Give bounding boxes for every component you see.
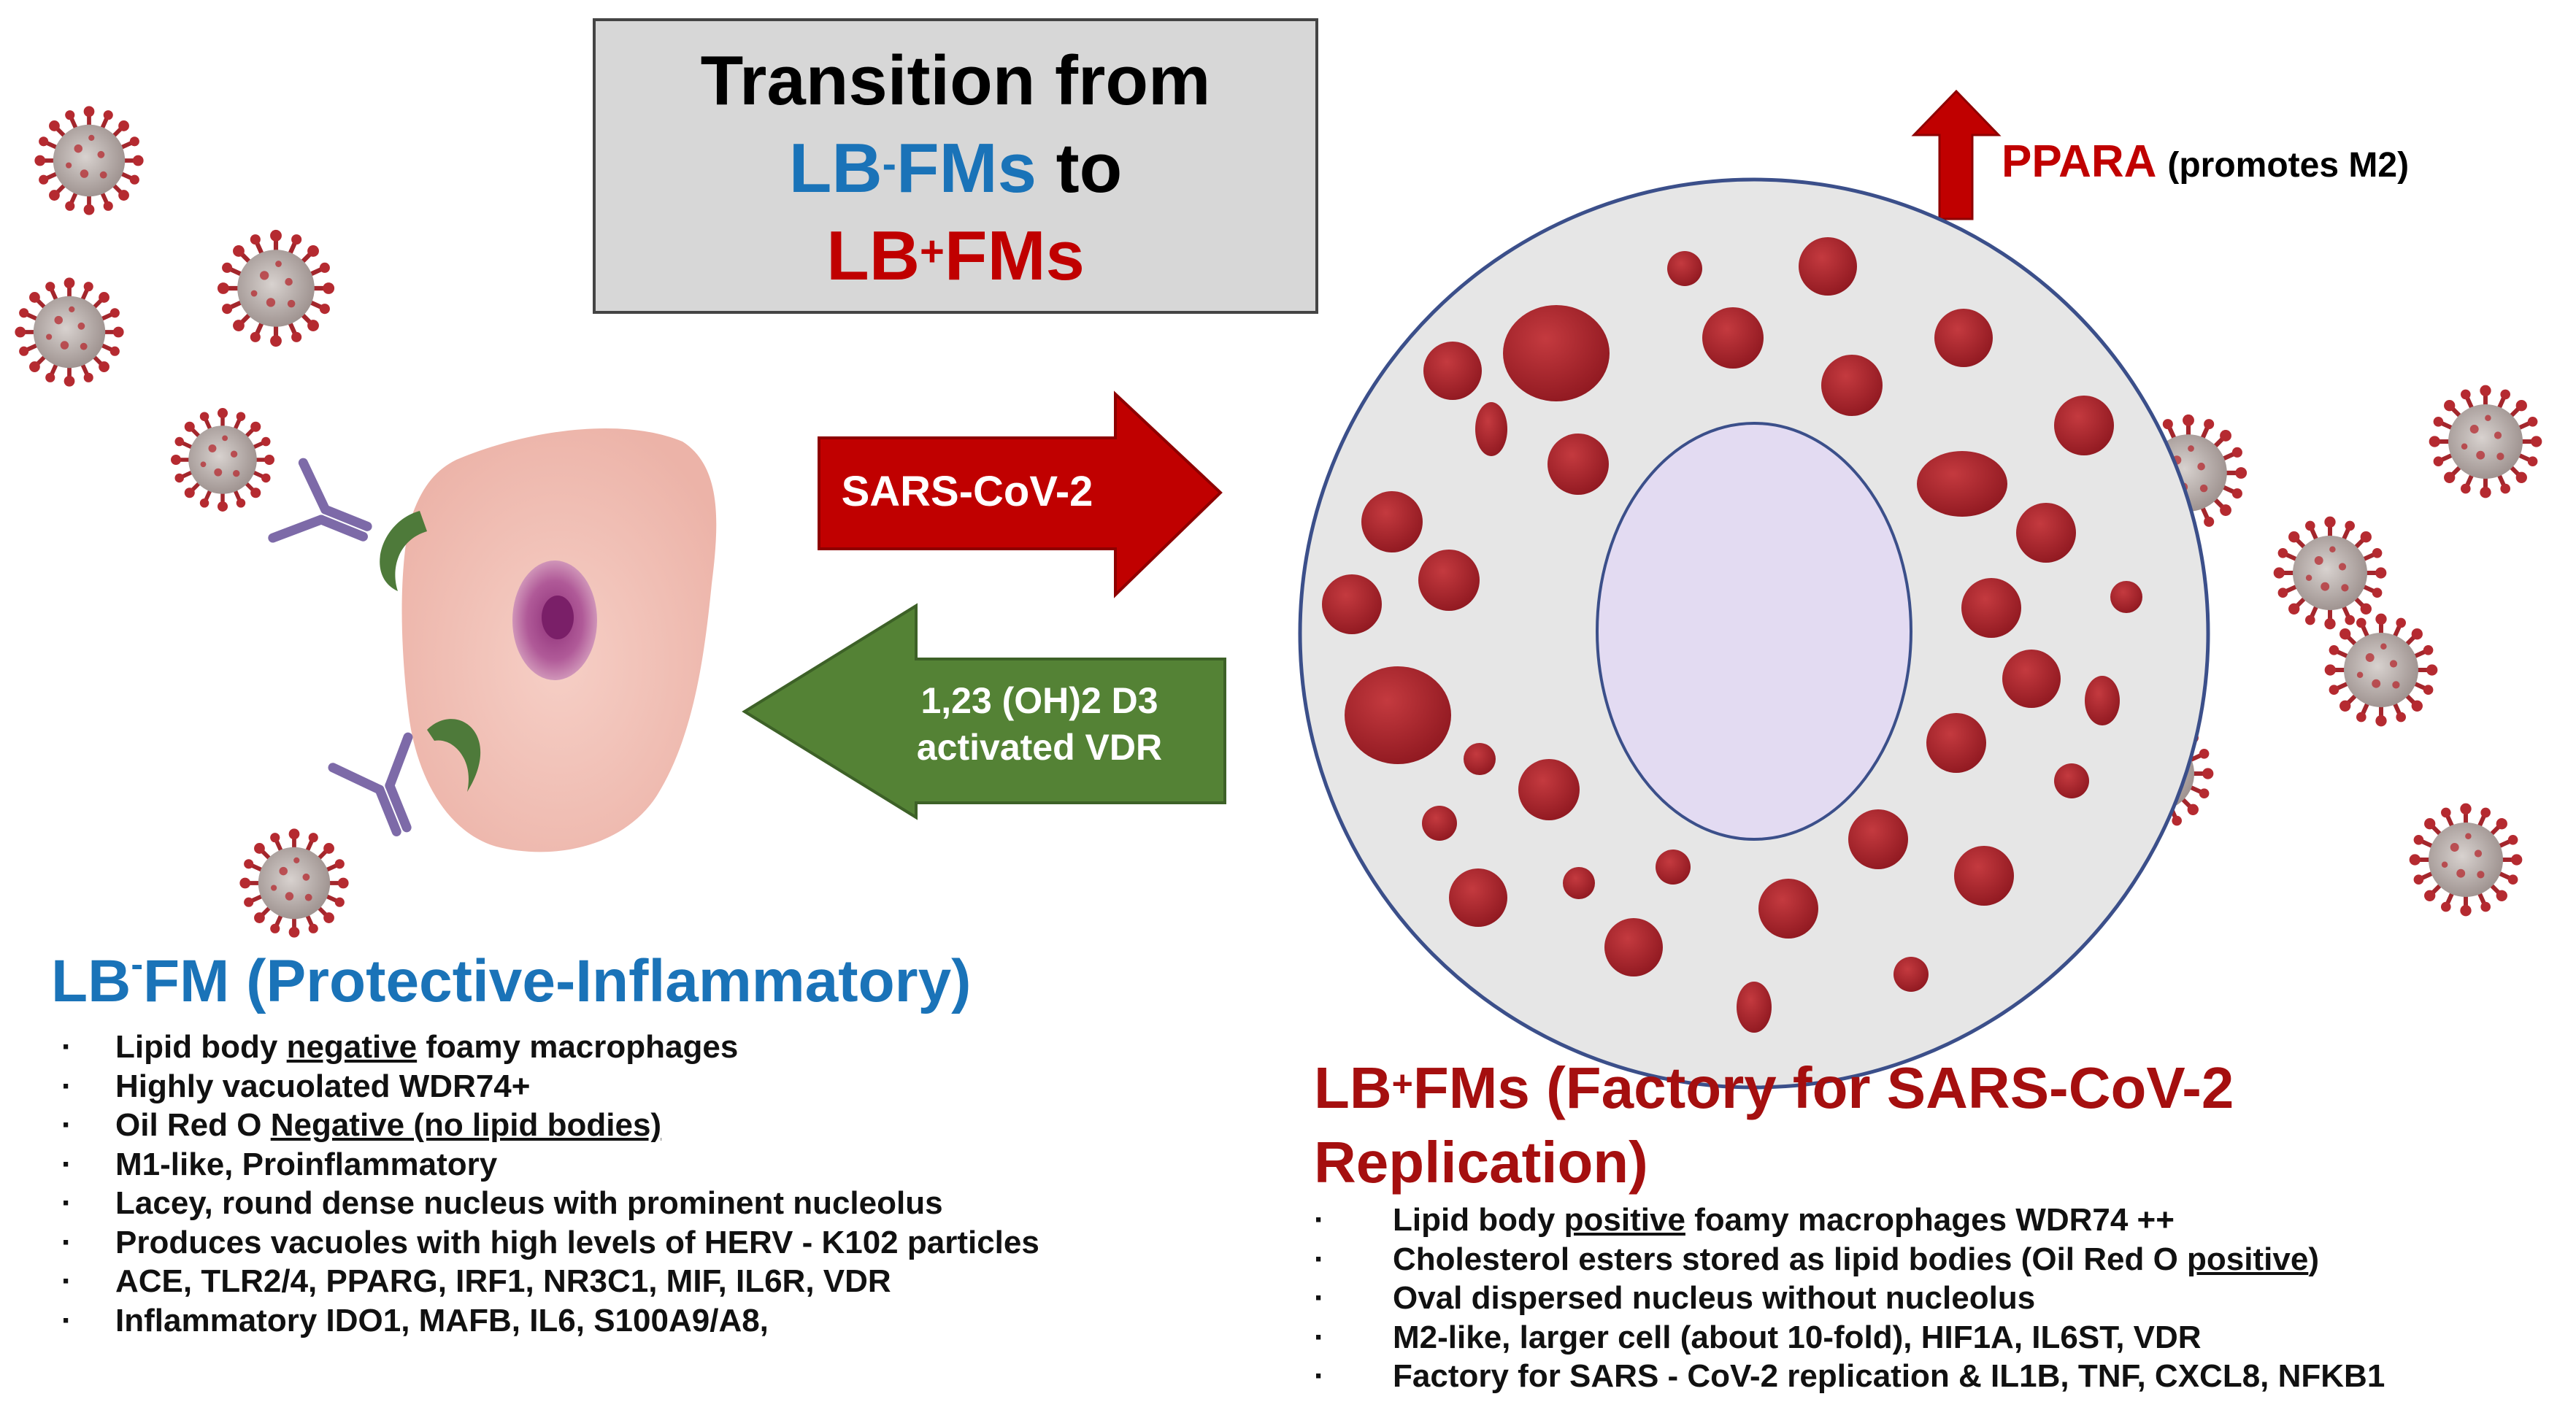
list-item: Factory for SARS - CoV-2 replication & I… <box>1314 1357 2385 1396</box>
list-item: Highly vacuolated WDR74+ <box>61 1067 1039 1106</box>
ppara-name: PPARA <box>2002 136 2156 187</box>
list-item: M2-like, larger cell (about 10-fold), HI… <box>1314 1318 2385 1357</box>
list-item: Lipid body positive foamy macrophages WD… <box>1314 1201 2385 1240</box>
lb-negative-heading-prefix: LB <box>51 948 131 1014</box>
lb-negative-heading-sup: - <box>131 944 143 985</box>
reverse-arrow-label-line-1: 1,23 (OH)2 D3 <box>920 680 1158 721</box>
title-lb-negative-main: FMs <box>896 129 1037 207</box>
coronavirus-icon <box>34 106 143 215</box>
title-line-3: LB+FMs <box>596 212 1315 300</box>
lb-positive-heading-prefix: LB <box>1314 1055 1392 1120</box>
list-item: Cholesterol esters stored as lipid bodie… <box>1314 1240 2385 1279</box>
lb-negative-heading: LB-FM (Protective-Inflammatory) <box>51 944 972 1016</box>
lb-positive-heading-line-2: Replication) <box>1314 1130 1648 1195</box>
title-box: Transition from LB-FMs to LB+FMs <box>593 18 1318 314</box>
title-line-1: Transition from <box>700 42 1211 120</box>
coronavirus-icon <box>15 277 123 386</box>
ace2-receptor-icon <box>427 719 481 792</box>
ppara-label: PPARA (promotes M2) <box>2002 136 2409 188</box>
coronavirus-icon <box>2410 804 2523 917</box>
list-item: Oil Red O Negative (no lipid bodies) <box>61 1106 1039 1145</box>
list-item: M1-like, Proinflammatory <box>61 1145 1039 1184</box>
list-item: Produces vacuoles with high levels of HE… <box>61 1223 1039 1263</box>
forward-arrow-label: SARS-CoV-2 <box>841 468 1093 515</box>
forward-arrow <box>818 390 1223 598</box>
list-item: Inflammatory IDO1, MAFB, IL6, S100A9/A8, <box>61 1301 1039 1341</box>
antibody-icon <box>273 463 380 569</box>
coronavirus-icon <box>2429 385 2542 498</box>
coronavirus-icon <box>239 828 348 937</box>
ace2-receptor-icon <box>380 511 427 591</box>
list-item: Lipid body negative foamy macrophages <box>61 1028 1039 1067</box>
lb-negative-nucleolus <box>542 596 574 639</box>
lb-positive-heading-main: FMs (Factory for SARS-CoV-2 <box>1412 1055 2234 1120</box>
ppara-note: (promotes M2) <box>2167 146 2410 185</box>
lb-positive-heading-line-1: LB+FMs (Factory for SARS-CoV-2 <box>1314 1051 2234 1125</box>
title-lb-positive-prefix: LB <box>826 217 920 295</box>
coronavirus-icon <box>2325 614 2438 727</box>
title-to: to <box>1037 129 1123 207</box>
coronavirus-icon <box>218 230 334 347</box>
lb-negative-heading-main: FM (Protective-Inflammatory) <box>142 948 972 1014</box>
lb-positive-feature-list: Lipid body positive foamy macrophages WD… <box>1314 1201 2385 1396</box>
reverse-arrow-label: 1,23 (OH)2 D3 activated VDR <box>854 677 1225 771</box>
coronavirus-icon <box>2274 517 2387 630</box>
up-arrow-icon <box>1911 89 2002 220</box>
list-item: Oval dispersed nucleus without nucleolus <box>1314 1279 2385 1318</box>
coronavirus-icon <box>171 408 274 512</box>
list-item: Lacey, round dense nucleus with prominen… <box>61 1184 1039 1223</box>
lb-positive-nucleus <box>1596 422 1912 841</box>
lb-positive-heading: LB+FMs (Factory for SARS-CoV-2 Replicati… <box>1314 1051 2234 1200</box>
title-lb-negative-sup: - <box>882 140 896 188</box>
reverse-arrow-label-line-2: activated VDR <box>916 727 1163 768</box>
title-lb-negative-prefix: LB <box>788 129 883 207</box>
lipid-bodies <box>1322 237 2142 1033</box>
lb-negative-feature-list: Lipid body negative foamy macrophages Hi… <box>61 1028 1039 1340</box>
title-lb-positive-main: FMs <box>944 217 1085 295</box>
reverse-arrow <box>742 603 1226 820</box>
list-item: ACE, TLR2/4, PPARG, IRF1, NR3C1, MIF, IL… <box>61 1262 1039 1301</box>
title-line-2: LB-FMs to <box>596 125 1315 212</box>
lb-positive-heading-sup: + <box>1391 1063 1413 1104</box>
title-lb-positive-sup: + <box>920 228 945 275</box>
